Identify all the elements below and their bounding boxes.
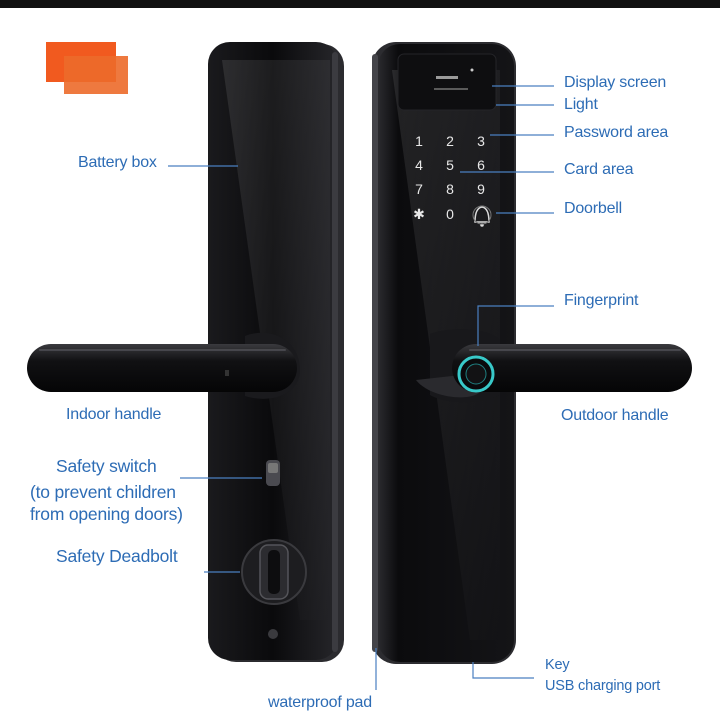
keypad-key: 5 [446, 157, 454, 173]
keypad-key: 1 [415, 133, 423, 149]
keypad-key: 6 [477, 157, 485, 173]
label-indoor-handle: Indoor handle [66, 406, 162, 423]
label-light: Light [564, 96, 598, 113]
brand-logo [46, 42, 128, 94]
label-outdoor-handle: Outdoor handle [561, 407, 669, 424]
edge-highlight-right [372, 54, 378, 652]
keypad-key: 0 [446, 206, 454, 222]
outdoor-unit [372, 42, 516, 664]
label-fingerprint: Fingerprint [564, 292, 639, 309]
label-password-area: Password area [564, 124, 669, 141]
label-safety-switch-note-1: (to prevent children [30, 482, 176, 502]
label-display-screen: Display screen [564, 74, 667, 91]
leader-lines [168, 85, 554, 690]
screw-icon [268, 629, 278, 639]
keypad-key: 2 [446, 133, 454, 149]
keypad-key: 3 [477, 133, 485, 149]
top-bar [0, 0, 720, 8]
display-screen [397, 53, 497, 111]
label-card-area: Card area [564, 161, 634, 178]
label-waterproof-pad: waterproof pad [268, 694, 372, 711]
keypad-key: 8 [446, 181, 454, 197]
keypad: 1 2 3 4 5 6 7 8 9 ✱ 0 [413, 133, 485, 222]
label-doorbell: Doorbell [564, 200, 622, 217]
keypad-key: 7 [415, 181, 423, 197]
label-usb-charging-port: USB charging port [545, 678, 661, 694]
label-key: Key [545, 657, 570, 673]
safety-deadbolt-knob [241, 539, 307, 605]
keypad-key: ✱ [413, 206, 425, 222]
outdoor-handle [416, 344, 692, 398]
light-indicator [470, 68, 474, 72]
keypad-key: 9 [477, 181, 485, 197]
keypad-key: 4 [415, 157, 423, 173]
label-battery-box: Battery box [78, 154, 157, 171]
label-safety-deadbolt: Safety Deadbolt [56, 546, 178, 566]
indoor-handle [27, 332, 300, 399]
label-safety-switch: Safety switch [56, 456, 157, 476]
edge-highlight-left [332, 52, 338, 652]
bell-icon [472, 205, 492, 227]
label-safety-switch-note-2: from opening doors) [30, 504, 183, 524]
